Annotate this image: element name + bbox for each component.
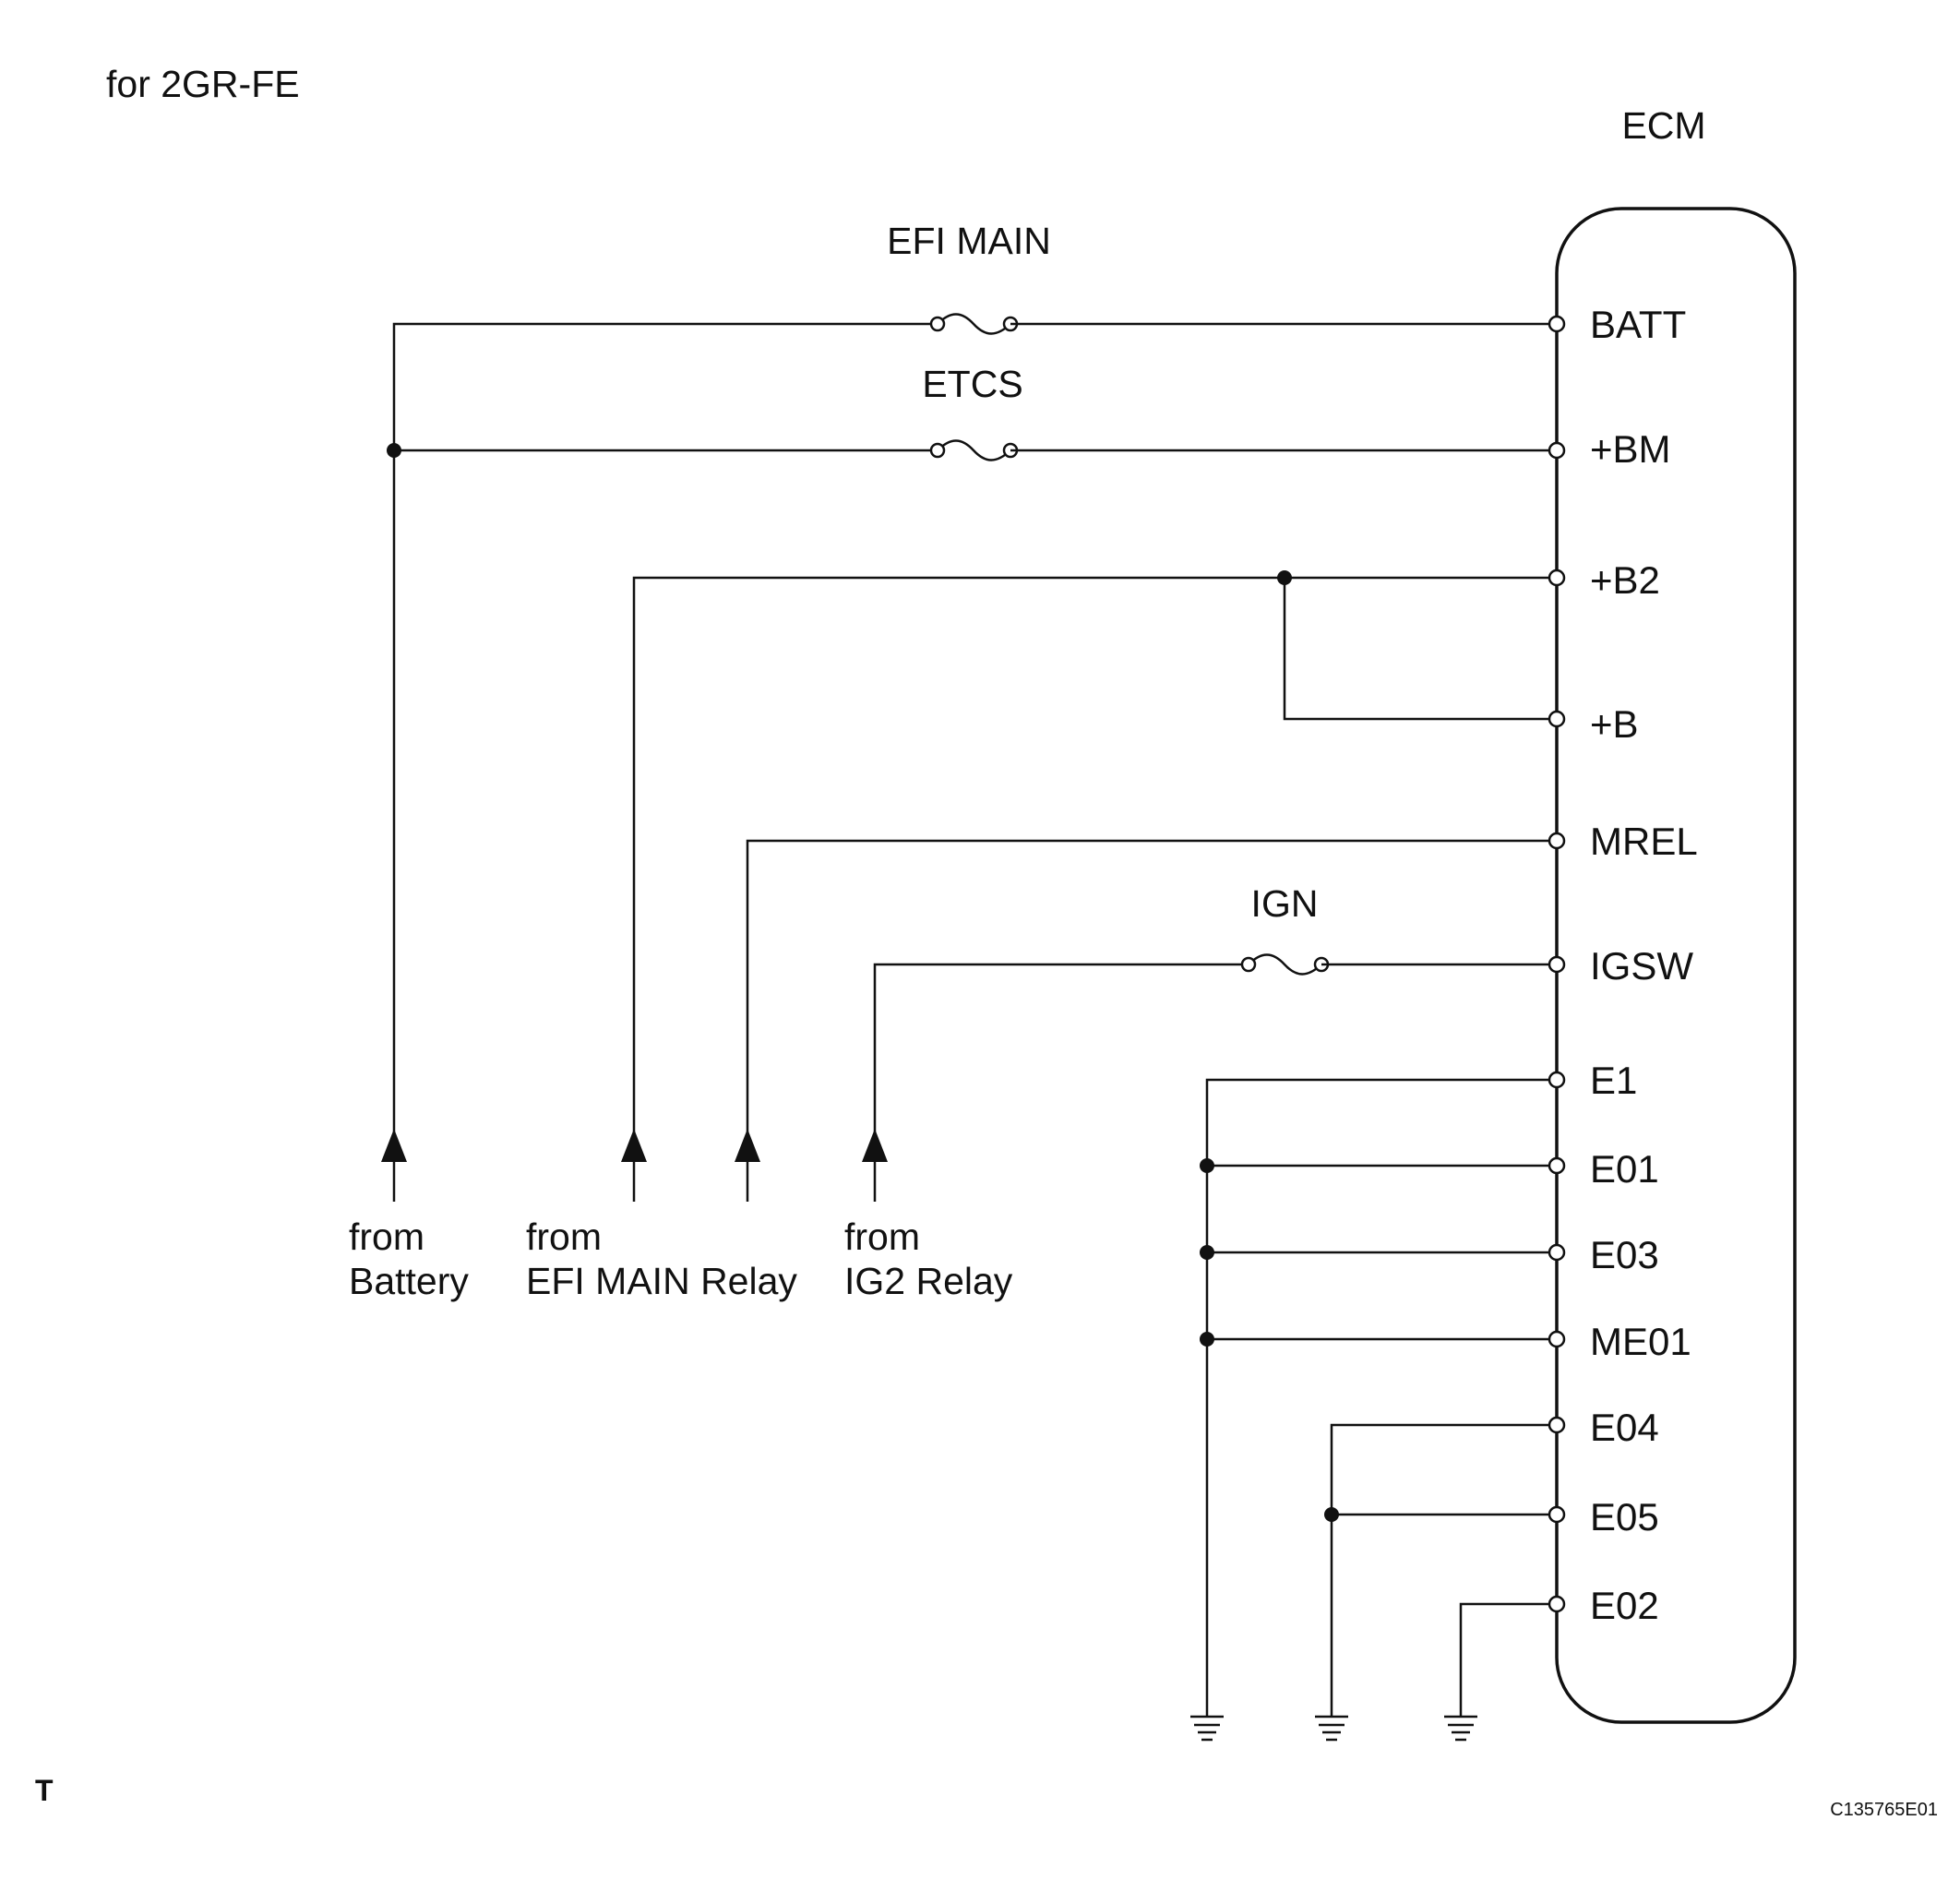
- terminal: [1548, 1505, 1566, 1524]
- ground-icon: [1444, 1715, 1477, 1742]
- ground-group-1: [1190, 1078, 1557, 1742]
- terminal: [1548, 955, 1566, 974]
- source-battery-from: from: [349, 1215, 424, 1258]
- b2-wire: [632, 576, 1557, 1140]
- terminal: [1548, 1330, 1566, 1348]
- ecm-label: ECM: [1621, 104, 1705, 147]
- terminal: [1548, 1156, 1566, 1175]
- mrel-circuit: [735, 839, 1557, 1202]
- e02-wire: [1459, 1602, 1557, 1717]
- pin-label-bm: +BM: [1590, 427, 1671, 471]
- pin-label-igsw: IGSW: [1590, 944, 1693, 988]
- ground-icon: [1315, 1715, 1348, 1742]
- battery-wire: [392, 322, 938, 1140]
- fuse-label-etcs: ETCS: [922, 363, 1022, 405]
- pin-label-mrel: MREL: [1590, 820, 1698, 863]
- junction-dot: [387, 443, 401, 458]
- terminal: [1548, 1243, 1566, 1262]
- variant-label: for 2GR-FE: [106, 63, 300, 105]
- source-battery-name: Battery: [349, 1260, 469, 1302]
- e1-wire: [1205, 1078, 1557, 1717]
- ig2-relay-circuit: [862, 953, 1557, 1202]
- ground-group-3: [1444, 1602, 1557, 1742]
- pin-label-e01: E01: [1590, 1147, 1659, 1191]
- terminal: [1548, 315, 1566, 333]
- e04-wire: [1330, 1423, 1557, 1717]
- ecm-terminals: [1548, 315, 1566, 1613]
- pin-label-e03: E03: [1590, 1233, 1659, 1276]
- ground-icon: [1190, 1715, 1224, 1742]
- pin-label-b: +B: [1590, 702, 1639, 746]
- terminal: [1548, 1416, 1566, 1434]
- junction-dot: [1200, 1158, 1214, 1173]
- junction-dot: [1200, 1332, 1214, 1347]
- source-ig2-relay-from: from: [844, 1215, 920, 1258]
- pin-label-me01: ME01: [1590, 1320, 1691, 1363]
- b-wire: [1283, 578, 1557, 721]
- arrow-up-icon: [862, 1129, 888, 1162]
- pin-label-e05: E05: [1590, 1495, 1659, 1539]
- source-ig2-relay-name: IG2 Relay: [844, 1260, 1013, 1302]
- terminal: [1548, 441, 1566, 460]
- battery-circuit: [381, 313, 1557, 1202]
- terminal: [1548, 1071, 1566, 1089]
- terminal: [1548, 1595, 1566, 1613]
- etcs-fuse-symbol: [937, 439, 1011, 461]
- pin-label-e04: E04: [1590, 1406, 1659, 1449]
- arrow-up-icon: [621, 1129, 647, 1162]
- efi-main-relay-circuit: [621, 570, 1557, 1202]
- ground-group-2: [1315, 1423, 1557, 1742]
- ign-fuse-symbol: [1248, 953, 1322, 976]
- junction-dot: [1277, 570, 1292, 585]
- igsw-wire: [873, 963, 1249, 1140]
- mrel-wire: [746, 839, 1557, 1140]
- source-efi-main-relay-name: EFI MAIN Relay: [526, 1260, 797, 1302]
- pin-label-e1: E1: [1590, 1059, 1637, 1102]
- pin-label-b2: +B2: [1590, 558, 1660, 602]
- fuse-label-ign: IGN: [1251, 882, 1319, 925]
- arrow-up-icon: [735, 1129, 760, 1162]
- fuse-label-efi-main: EFI MAIN: [887, 220, 1051, 262]
- junction-dot: [1200, 1245, 1214, 1260]
- junction-dot: [1324, 1507, 1339, 1522]
- arrow-up-icon: [381, 1129, 407, 1162]
- pin-label-e02: E02: [1590, 1584, 1659, 1627]
- terminal: [1548, 832, 1566, 850]
- pin-label-batt: BATT: [1590, 303, 1686, 346]
- corner-mark: T: [35, 1774, 54, 1807]
- terminal: [1548, 710, 1566, 728]
- source-efi-main-relay-from: from: [526, 1215, 602, 1258]
- figure-code: C135765E01: [1830, 1800, 1938, 1820]
- terminal: [1548, 569, 1566, 587]
- efi-main-fuse-symbol: [937, 313, 1011, 335]
